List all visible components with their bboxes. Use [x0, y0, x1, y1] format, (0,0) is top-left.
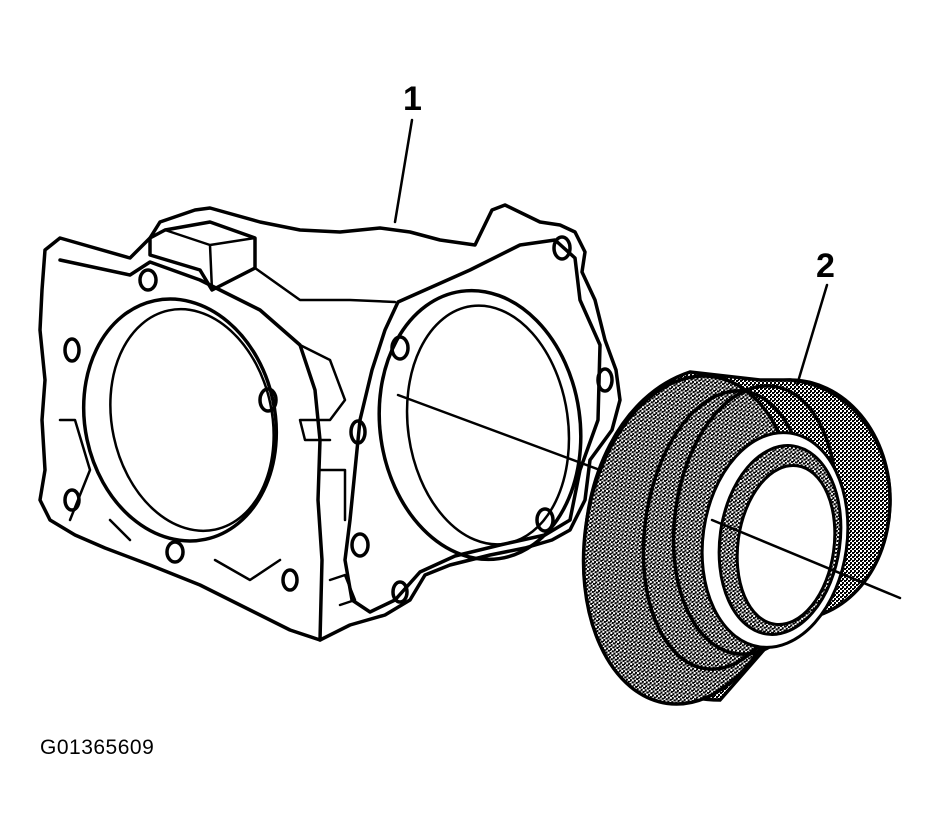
housing-rib	[58, 418, 92, 522]
bolt-hole	[258, 387, 278, 413]
housing-outline	[38, 203, 622, 642]
assembly-axis-line	[710, 518, 902, 600]
bolt-hole	[63, 337, 81, 363]
bolt-hole	[138, 268, 158, 292]
housing-part	[38, 203, 622, 642]
callout-label-2: 2	[816, 247, 835, 285]
housing-left-bore-inner	[109, 307, 275, 533]
housing-boss-edge	[163, 228, 257, 292]
bolt-hole	[390, 335, 410, 361]
bolt-hole	[535, 507, 555, 533]
leader-line-2	[795, 283, 829, 387]
bolt-hole	[552, 235, 572, 261]
seal-part	[581, 370, 892, 706]
bolt-hole	[596, 367, 614, 393]
housing-rib	[108, 518, 282, 582]
figure-id-label: G01365609	[40, 736, 155, 759]
housing-rib	[328, 573, 357, 607]
housing-rib	[253, 266, 397, 304]
bolt-hole	[391, 580, 409, 604]
bolt-hole	[349, 419, 367, 445]
housing-right-flange	[343, 238, 602, 614]
housing-rib	[318, 468, 347, 522]
housing-right-bore	[377, 288, 583, 562]
housing-right-bore-inner	[405, 304, 571, 546]
leader-line-1	[393, 118, 414, 224]
assembly-axis-line	[396, 393, 602, 472]
seal-inner-opening	[735, 463, 837, 627]
housing-rib	[298, 343, 347, 442]
bolt-hole	[281, 568, 299, 592]
bolt-hole	[165, 540, 185, 564]
housing-left-bore	[81, 297, 279, 543]
bolt-hole	[350, 532, 370, 558]
callout-label-1: 1	[403, 80, 422, 118]
